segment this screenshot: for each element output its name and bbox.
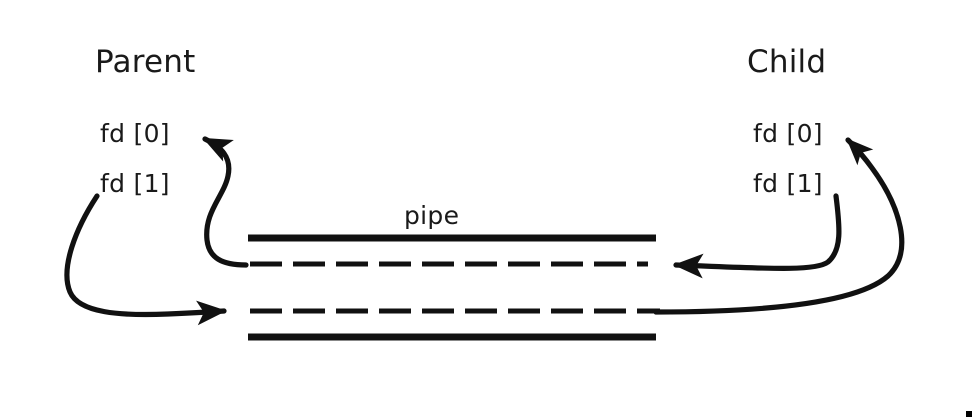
parent-fd0-label: fd [0] xyxy=(100,119,170,148)
parent-fd1-label: fd [1] xyxy=(100,169,170,198)
parent-title: Parent xyxy=(95,44,196,80)
child-read-flow-arrow xyxy=(653,137,905,315)
child-fd0-label: fd [0] xyxy=(753,119,823,148)
corner-mark xyxy=(966,411,972,417)
parent-write-flow-arrow xyxy=(64,193,227,326)
child-title: Child xyxy=(747,44,827,80)
parent-read-flow-arrow xyxy=(202,136,249,268)
pipe-label: pipe xyxy=(404,201,460,230)
child-write-flow-arrow xyxy=(673,193,842,279)
child-fd1-label: fd [1] xyxy=(753,169,823,198)
